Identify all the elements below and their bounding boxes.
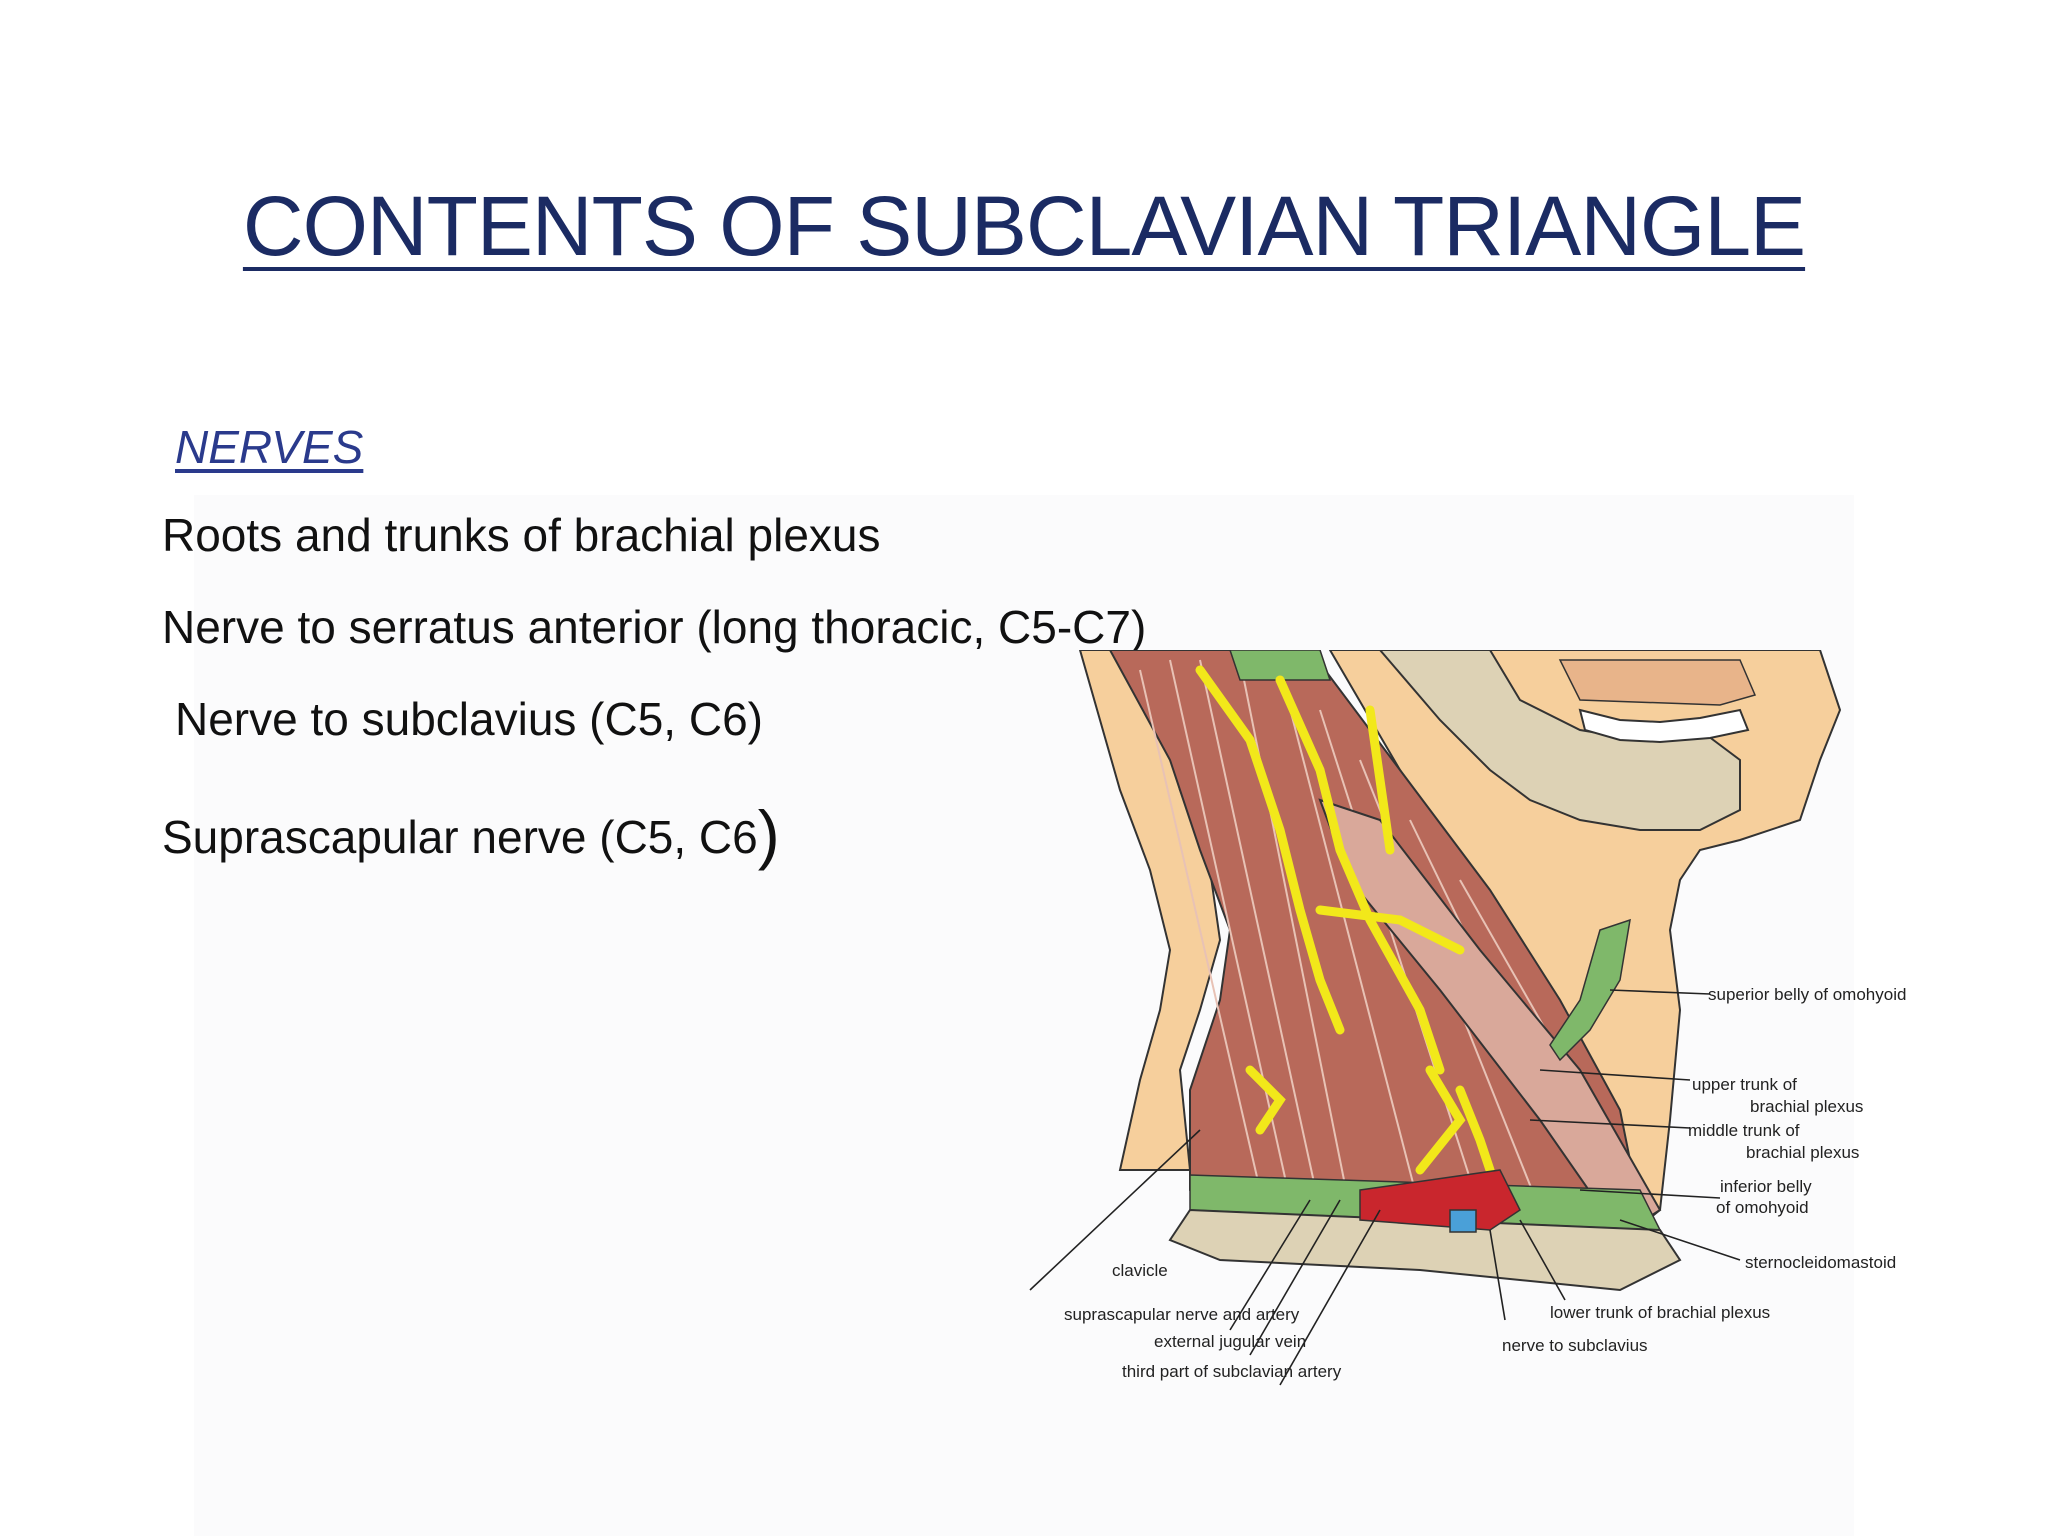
anatomy-figure: superior belly of omohyoid upper trunk o…: [1020, 650, 1970, 1410]
label-suprascapular-nerve-artery: suprascapular nerve and artery: [1064, 1305, 1300, 1324]
label-inferior-belly-2: of omohyoid: [1716, 1198, 1809, 1217]
leader-lines: [1029, 989, 1741, 1386]
bullet-serratus-anterior: Nerve to serratus anterior (long thoraci…: [162, 601, 1147, 653]
bullet-suprascapular-text: Suprascapular nerve (C5, C6: [162, 811, 758, 863]
label-external-jugular-vein: external jugular vein: [1154, 1332, 1306, 1351]
brachial-plexus-nerves: [1195, 665, 1495, 1175]
label-lower-trunk: lower trunk of brachial plexus: [1550, 1303, 1770, 1322]
slide-title: CONTENTS OF SUBCLAVIAN TRIANGLE: [242, 179, 1806, 273]
label-third-part-subclavian: third part of subclavian artery: [1122, 1362, 1342, 1381]
label-clavicle: clavicle: [1112, 1261, 1168, 1280]
subclavian-vein: [1449, 1209, 1477, 1233]
label-upper-trunk-1: upper trunk of: [1692, 1075, 1797, 1094]
upper-fascia: [1229, 650, 1332, 681]
bullet-suprascapular: Suprascapular nerve (C5, C6): [162, 796, 780, 872]
bullet-roots-trunks: Roots and trunks of brachial plexus: [162, 509, 881, 561]
label-inferior-belly-1: inferior belly: [1720, 1177, 1812, 1196]
omohyoid-superior: [1549, 918, 1631, 1062]
teeth: [1578, 708, 1750, 744]
mandible: [1378, 650, 1741, 831]
subclavian-triangle-illustration: superior belly of omohyoid upper trunk o…: [1029, 650, 1906, 1386]
label-middle-trunk-1: middle trunk of: [1688, 1121, 1800, 1140]
label-middle-trunk-2: brachial plexus: [1746, 1143, 1859, 1162]
subclavian-artery: [1359, 1169, 1521, 1231]
label-nerve-to-subclavius: nerve to subclavius: [1502, 1336, 1648, 1355]
lips: [1558, 659, 1757, 706]
label-upper-trunk-2: brachial plexus: [1750, 1097, 1863, 1116]
nerves-heading: NERVES: [175, 421, 364, 473]
label-superior-belly-omohyoid: superior belly of omohyoid: [1708, 985, 1906, 1004]
bullet-suprascapular-paren: ): [757, 797, 780, 871]
label-sternocleidomastoid: sternocleidomastoid: [1745, 1253, 1896, 1272]
bullet-subclavius: Nerve to subclavius (C5, C6): [175, 693, 763, 745]
